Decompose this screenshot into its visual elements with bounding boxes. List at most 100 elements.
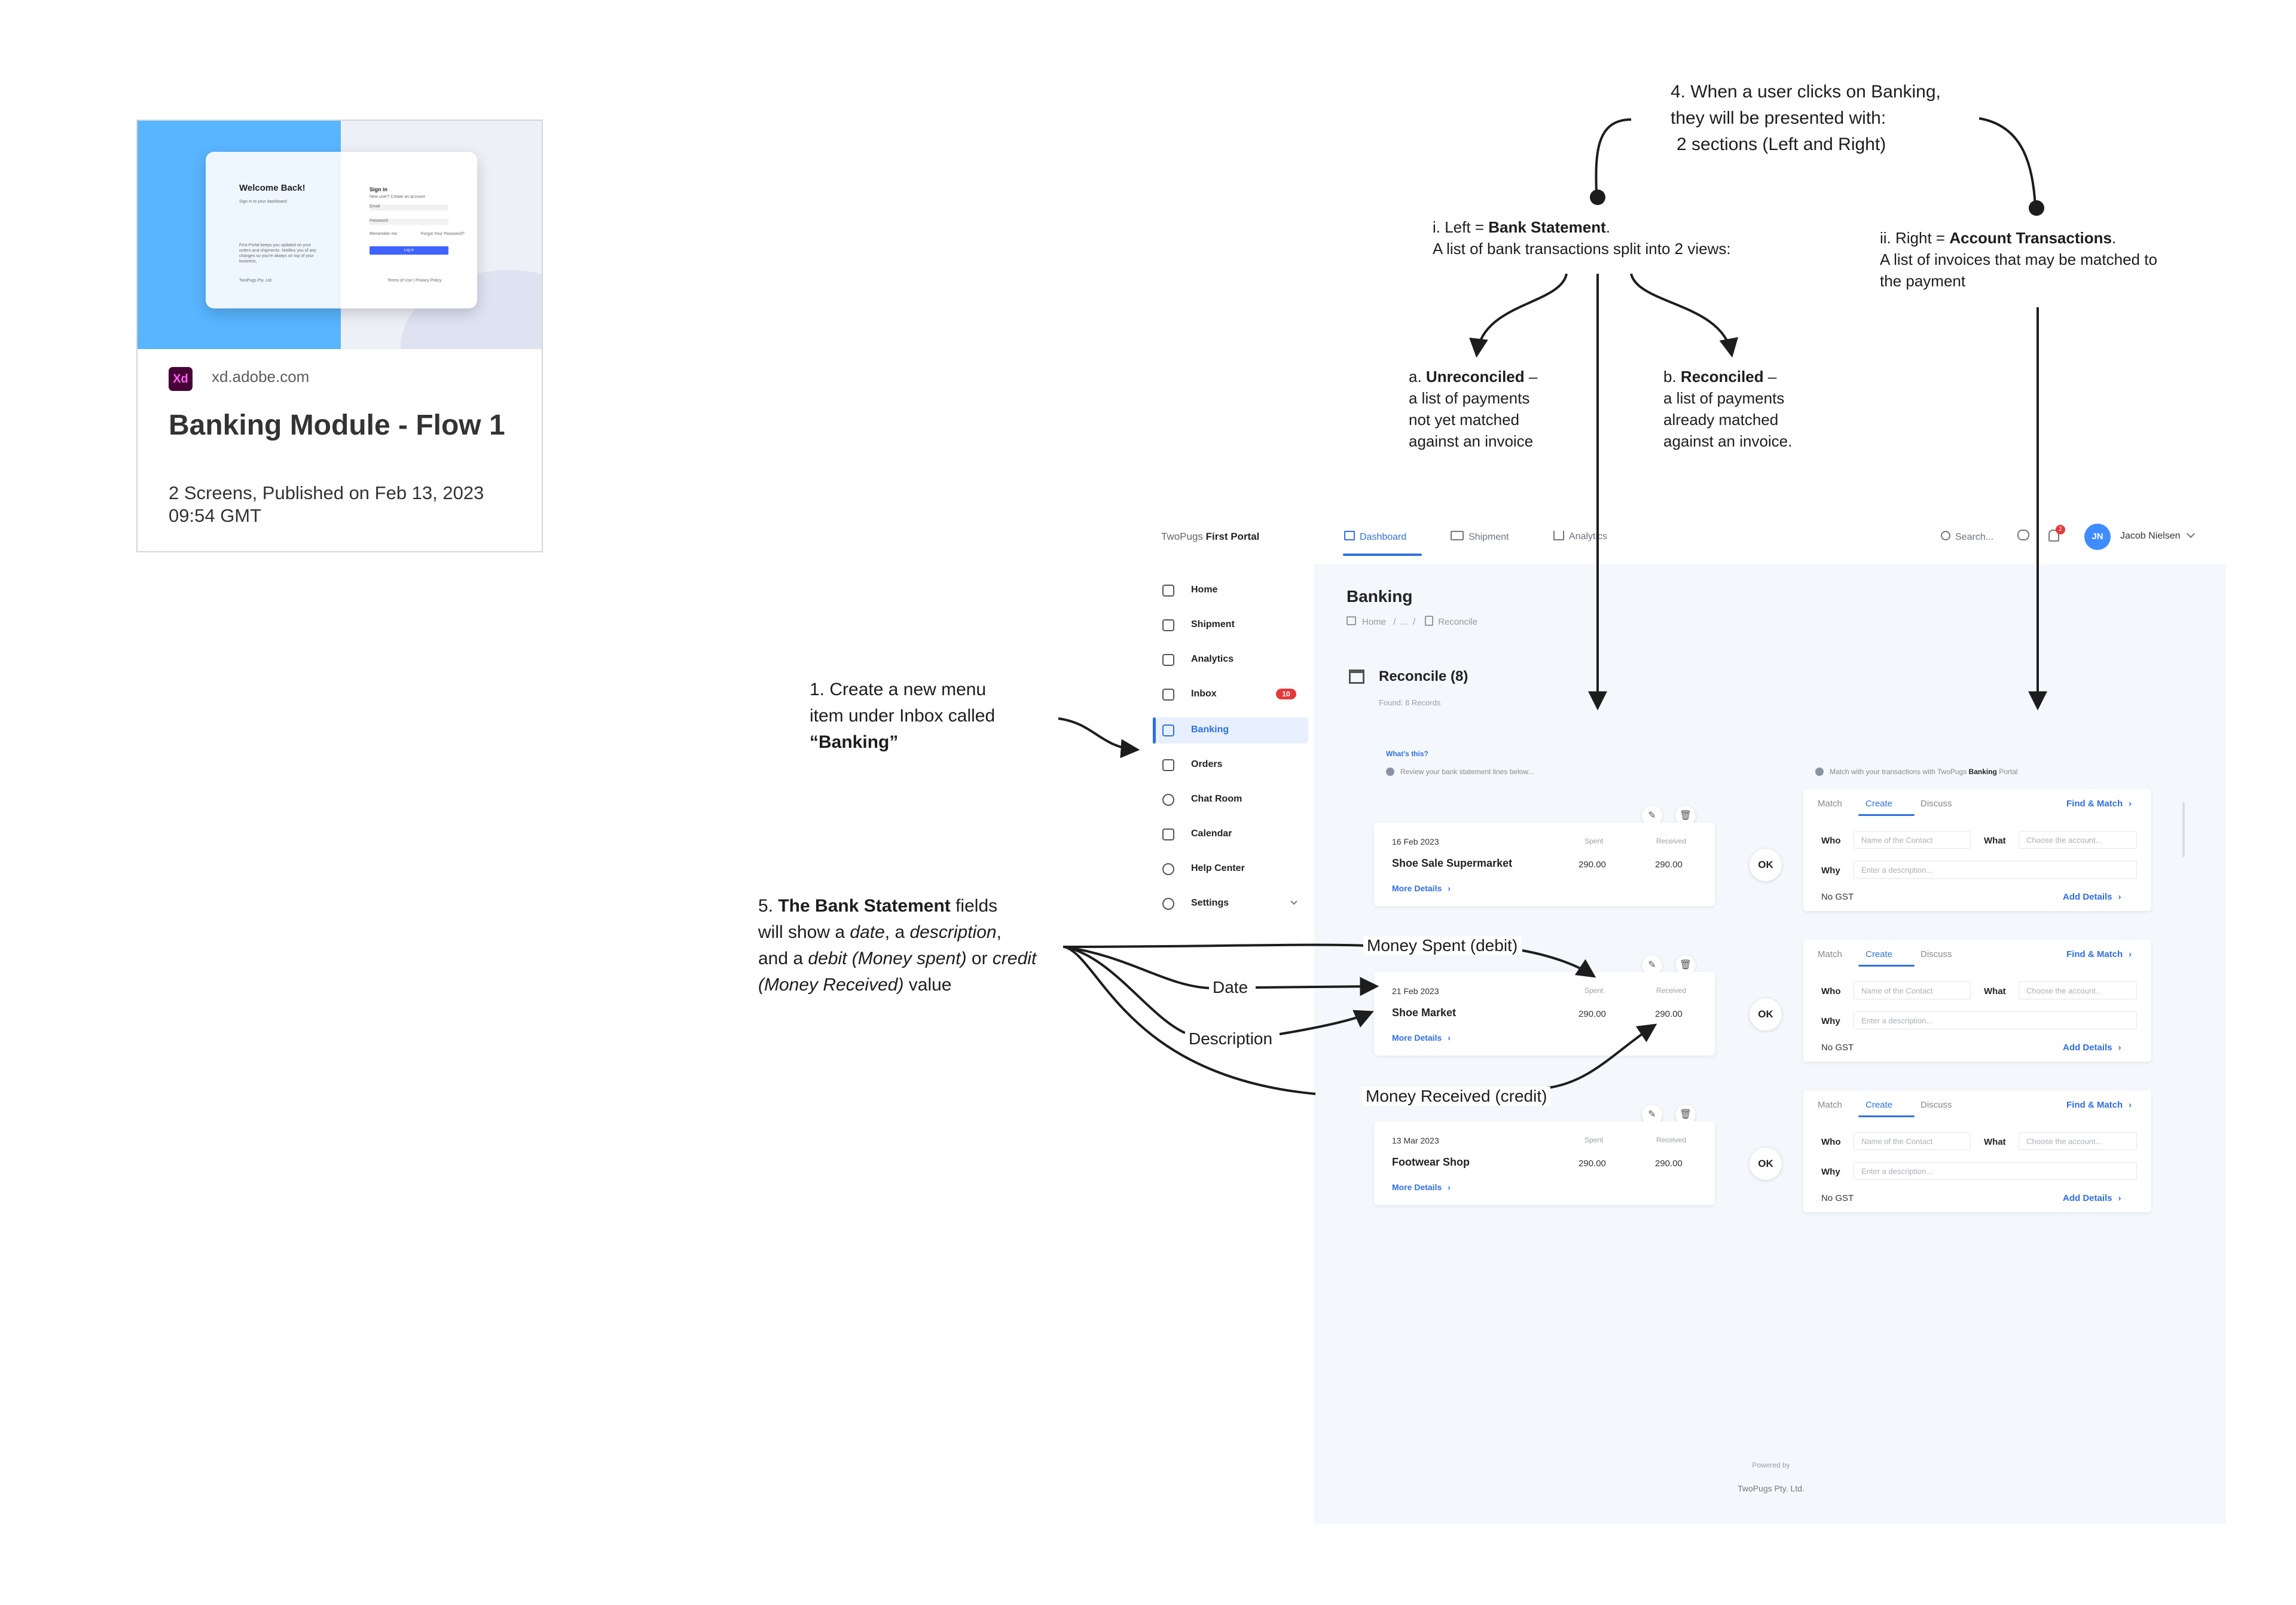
sidebar-item-banking[interactable]: Banking — [1153, 717, 1308, 744]
section-title: Reconcile (8) — [1379, 668, 1468, 684]
sidebar-item-orders[interactable]: Orders — [1153, 752, 1308, 778]
what-select[interactable]: Choose the account... — [2019, 982, 2137, 999]
who-input[interactable]: Name of the Contact — [1854, 982, 1971, 999]
tab-match[interactable]: Match — [1818, 949, 1842, 959]
orders-icon — [1162, 759, 1174, 771]
sidebar-item-home[interactable]: Home — [1153, 577, 1308, 604]
sidebar-item-analytics[interactable]: Analytics — [1153, 647, 1308, 673]
chat-icon[interactable] — [2017, 530, 2029, 540]
bell-icon[interactable] — [2048, 530, 2059, 542]
tab-discuss[interactable]: Discuss — [1921, 1100, 1952, 1110]
note-right-section: ii. Right = Account Transactions. A list… — [1880, 227, 2157, 292]
why-input[interactable]: Enter a description... — [1854, 1011, 2137, 1029]
user-menu[interactable]: Jacob Nielsen — [2120, 529, 2195, 542]
why-label: Why — [1821, 1167, 1840, 1177]
sidebar-item-help-center[interactable]: Help Center — [1153, 856, 1308, 882]
tab-discuss[interactable]: Discuss — [1921, 949, 1952, 959]
what-label: What — [1984, 1137, 2006, 1147]
search-button[interactable]: Search... — [1941, 531, 1993, 543]
chevron-right-icon: › — [2118, 1193, 2121, 1203]
breadcrumb-ellipsis[interactable]: ... — [1400, 617, 1408, 627]
tab-match[interactable]: Match — [1818, 799, 1842, 809]
note-4: 4. When a user clicks on Banking, they w… — [1671, 79, 1941, 158]
gst-label[interactable]: No GST — [1821, 1193, 1854, 1203]
add-details-link[interactable]: Add Details› — [2063, 892, 2121, 902]
account-transaction-card: Match Create Discuss Find & Match› Who N… — [1803, 789, 2151, 911]
note-line: “Banking” — [810, 732, 899, 752]
note-bold: Reconciled — [1680, 368, 1764, 386]
tab-shipment[interactable]: Shipment — [1451, 531, 1509, 543]
note-line: item under Inbox called — [810, 706, 996, 726]
more-details-link[interactable]: More Details› — [1392, 1182, 1451, 1192]
gst-label[interactable]: No GST — [1821, 1043, 1854, 1053]
chevron-down-icon — [1290, 898, 1297, 905]
more-details-link[interactable]: More Details› — [1392, 883, 1451, 893]
note-text: fields — [950, 896, 998, 916]
tab-create[interactable]: Create — [1866, 949, 1893, 959]
who-input[interactable]: Name of the Contact — [1854, 1132, 1971, 1150]
txn-description: Shoe Sale Supermarket — [1392, 857, 1513, 869]
sidebar-item-settings[interactable]: Settings — [1153, 891, 1308, 917]
tab-match[interactable]: Match — [1818, 1100, 1842, 1110]
whats-this-link[interactable]: What's this? — [1386, 750, 1428, 758]
note-line: already matched — [1663, 411, 1779, 429]
txn-spent: 290.00 — [1578, 1158, 1606, 1169]
note-prefix: a. — [1409, 368, 1426, 386]
find-match-link[interactable]: Find & Match› — [2066, 1100, 2132, 1110]
ok-button[interactable]: OK — [1750, 1148, 1782, 1180]
breadcrumb-home[interactable]: Home — [1362, 617, 1387, 627]
xd-title[interactable]: Banking Module - Flow 1 — [169, 409, 505, 441]
what-select[interactable]: Choose the account... — [2019, 1132, 2137, 1150]
sidebar-item-label: Home — [1191, 585, 1218, 595]
thumb-email-field: Email — [370, 204, 448, 210]
sidebar-item-label: Shipment — [1191, 619, 1235, 629]
tab-create[interactable]: Create — [1866, 1100, 1893, 1110]
spent-header: Spent — [1584, 986, 1604, 995]
more-details-link[interactable]: More Details› — [1392, 1033, 1451, 1043]
txn-date: 16 Feb 2023 — [1392, 837, 1439, 846]
gst-label[interactable]: No GST — [1821, 892, 1854, 902]
what-select[interactable]: Choose the account... — [2019, 831, 2137, 849]
why-input[interactable]: Enter a description... — [1854, 861, 2137, 879]
note-reconciled: b. Reconciled – a list of payments alrea… — [1663, 366, 1792, 452]
find-match-link[interactable]: Find & Match› — [2066, 949, 2132, 959]
find-match-link[interactable]: Find & Match› — [2066, 799, 2132, 809]
bank-statement-card[interactable]: 16 Feb 2023 Spent Received Shoe Sale Sup… — [1374, 823, 1715, 906]
tab-analytics[interactable]: Analytics — [1553, 531, 1607, 542]
footer-powered-by: Powered by — [1752, 1461, 1790, 1469]
txn-spent: 290.00 — [1578, 1009, 1606, 1019]
note-suffix: – — [1524, 368, 1538, 386]
tab-discuss[interactable]: Discuss — [1921, 799, 1952, 809]
thumb-welcome-footer: TwoPugs Pty. Ltd. — [239, 279, 273, 283]
note-bold: Account Transactions — [1949, 229, 2112, 247]
xd-share-card[interactable]: Welcome Back! Sign in to your dashboard … — [136, 120, 543, 552]
account-transaction-card: Match Create Discuss Find & Match› Who N… — [1803, 940, 2151, 1062]
sidebar-item-chat-room[interactable]: Chat Room — [1153, 787, 1308, 813]
add-details-link[interactable]: Add Details› — [2063, 1193, 2121, 1203]
who-input[interactable]: Name of the Contact — [1854, 831, 1971, 849]
note-line: 4. When a user clicks on Banking, — [1671, 82, 1941, 102]
thumb-login-modal: Welcome Back! Sign in to your dashboard … — [206, 152, 477, 308]
sidebar-item-calendar[interactable]: Calendar — [1153, 821, 1308, 848]
txn-date: 13 Mar 2023 — [1392, 1136, 1439, 1145]
tab-create[interactable]: Create — [1866, 799, 1893, 809]
add-details-link[interactable]: Add Details› — [2063, 1043, 2121, 1053]
brand[interactable]: TwoPugs First Portal — [1161, 531, 1259, 543]
bank-statement-card[interactable]: 21 Feb 2023 Spent Received Shoe Market 2… — [1374, 972, 1715, 1056]
arrow-to-banking-menu — [1058, 717, 1140, 759]
xd-url[interactable]: xd.adobe.com — [212, 368, 310, 386]
breadcrumb-sep: / — [1393, 617, 1396, 627]
sidebar-item-shipment[interactable]: Shipment — [1153, 612, 1308, 638]
xd-thumbnail: Welcome Back! Sign in to your dashboard … — [138, 121, 542, 349]
scrollbar[interactable] — [2182, 802, 2185, 857]
note-1: 1. Create a new menu item under Inbox ca… — [810, 677, 995, 756]
ok-button[interactable]: OK — [1750, 998, 1782, 1031]
note-italic: credit — [992, 949, 1037, 968]
why-input[interactable]: Enter a description... — [1854, 1162, 2137, 1180]
chevron-down-icon — [2186, 529, 2195, 539]
bank-statement-card[interactable]: 13 Mar 2023 Spent Received Footwear Shop… — [1374, 1121, 1715, 1205]
ok-button[interactable]: OK — [1750, 849, 1782, 881]
avatar[interactable]: JN — [2084, 524, 2111, 550]
tab-dashboard[interactable]: Dashboard — [1344, 531, 1406, 543]
